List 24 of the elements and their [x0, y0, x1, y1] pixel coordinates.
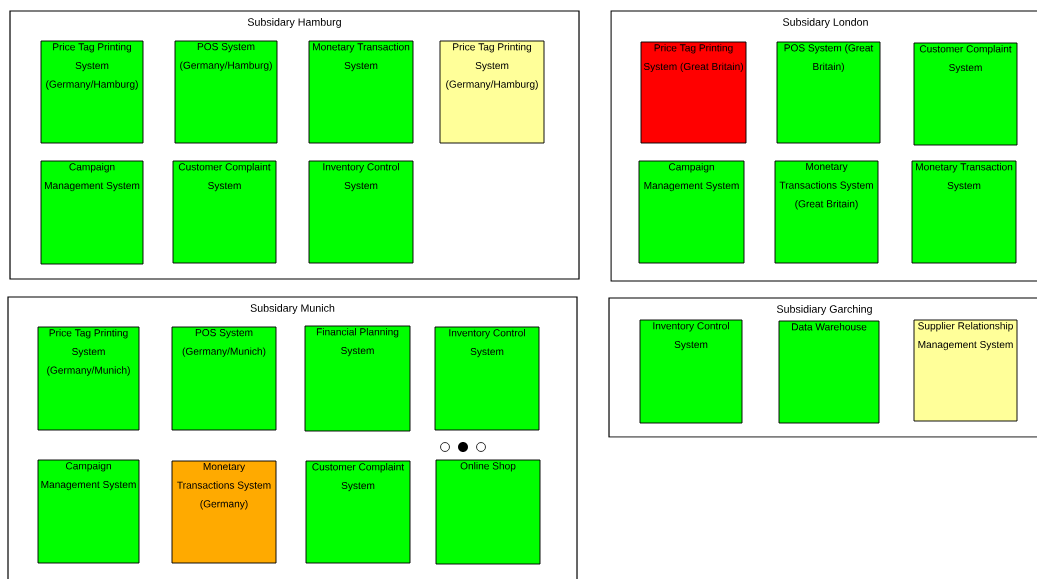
- system-box: Inventory Control System: [434, 326, 540, 431]
- system-box: Monetary Transactions System (Germany): [171, 460, 277, 564]
- system-box: Online Shop: [435, 459, 541, 565]
- system-box: Inventory Control System: [639, 319, 743, 424]
- system-box: Price Tag Printing System (Germany/Hamburg): [439, 40, 545, 144]
- system-box: Data Warehouse: [778, 320, 880, 424]
- system-box: Price Tag Printing System (Great Britain): [640, 41, 747, 144]
- system-box: Monetary Transaction System: [911, 160, 1017, 264]
- system-box: Inventory Control System: [308, 160, 414, 264]
- system-box: Monetary Transaction System: [308, 40, 414, 144]
- system-box: Campaign Management System: [37, 459, 140, 564]
- system-box: Monetary Transactions System (Great Britain): [774, 160, 879, 264]
- system-box: Supplier Relationship Management System: [913, 319, 1018, 422]
- system-box: Campaign Management System: [40, 160, 144, 265]
- system-box: Financial Planning System: [304, 325, 411, 432]
- system-box: Customer Complaint System: [172, 160, 277, 264]
- system-box: Campaign Management System: [638, 160, 745, 264]
- system-box: Price Tag Printing System (Germany/Munich): [37, 326, 140, 431]
- system-box: POS System (Germany/Hamburg): [174, 40, 278, 144]
- system-box: Price Tag Printing System (Germany/Hamburg): [40, 40, 144, 144]
- system-box: Customer Complaint System: [305, 460, 411, 564]
- system-box: POS System (Great Britain): [776, 41, 881, 144]
- system-box: POS System (Germany/Munich): [171, 326, 277, 431]
- system-box: Customer Complaint System: [913, 42, 1018, 146]
